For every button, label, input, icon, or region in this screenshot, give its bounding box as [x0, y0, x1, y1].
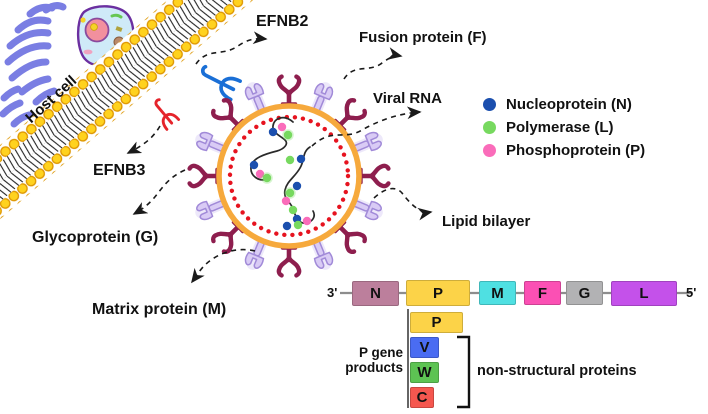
- nsp-bracket: [457, 335, 471, 409]
- efnb3-label: EFNB3: [93, 162, 146, 179]
- rna-protein-dots: [249, 122, 312, 231]
- p-gene-product-W: W: [410, 362, 439, 383]
- efnb3-receptor: [147, 96, 181, 131]
- annotation-arrows: [126, 31, 433, 284]
- arrow-efnb3: [126, 125, 161, 154]
- efnb2-receptor: [194, 61, 242, 102]
- nucleus: [84, 17, 110, 43]
- genome-segment-L: L: [611, 281, 677, 306]
- matrix-dot-ring: [227, 114, 351, 238]
- endoplasmic-reticulum: [0, 2, 67, 128]
- lipid-bilayer-label: Lipid bilayer: [442, 213, 531, 230]
- arrow-lipid-bilayer: [373, 187, 433, 221]
- legend-item-nucleoprotein: Nucleoprotein (N): [483, 93, 645, 116]
- nucleoprotein-dot-icon: [483, 98, 496, 111]
- non-structural-proteins-label: non-structural proteins: [477, 363, 637, 379]
- arrow-glycoprotein: [132, 169, 186, 215]
- genome-segment-P: P: [406, 280, 470, 306]
- genome-segment-G: G: [566, 281, 603, 305]
- polymerase-dot-icon: [483, 121, 496, 134]
- fusion-protein-label: Fusion protein (F): [359, 29, 487, 46]
- protein-legend: Nucleoprotein (N) Polymerase (L) Phospho…: [483, 93, 645, 162]
- cell-membrane: [0, 0, 257, 260]
- three-prime-label: 3': [327, 285, 338, 300]
- viral-rna-label: Viral RNA: [373, 90, 442, 107]
- p-gene-product-V: V: [410, 337, 439, 358]
- legend-label: Nucleoprotein (N): [506, 96, 632, 113]
- efnb2-label: EFNB2: [256, 13, 309, 30]
- p-gene-products-label: P gene products: [345, 345, 403, 375]
- genome-segment-F: F: [524, 281, 561, 305]
- legend-item-phosphoprotein: Phosphoprotein (P): [483, 139, 645, 162]
- genome-segment-M: M: [479, 281, 516, 305]
- arrow-fusion: [343, 47, 403, 80]
- phosphoprotein-dot-icon: [483, 144, 496, 157]
- p-gene-product-C: C: [410, 387, 434, 408]
- arrow-viral-rna: [311, 106, 422, 147]
- matrix-protein-label: Matrix protein (M): [92, 301, 227, 318]
- legend-item-polymerase: Polymerase (L): [483, 116, 645, 139]
- legend-label: Phosphoprotein (P): [506, 142, 646, 159]
- genome-segment-N: N: [352, 281, 399, 306]
- arrow-matrix: [191, 248, 256, 284]
- nucleolus: [90, 23, 98, 31]
- arrow-efnb2: [195, 31, 268, 65]
- five-prime-label: 5': [686, 285, 697, 300]
- p-gene-product-P: P: [410, 312, 463, 333]
- virus-envelope: [216, 103, 362, 249]
- glycoprotein-label: Glycoprotein (G): [32, 229, 159, 246]
- legend-label: Polymerase (L): [506, 119, 614, 136]
